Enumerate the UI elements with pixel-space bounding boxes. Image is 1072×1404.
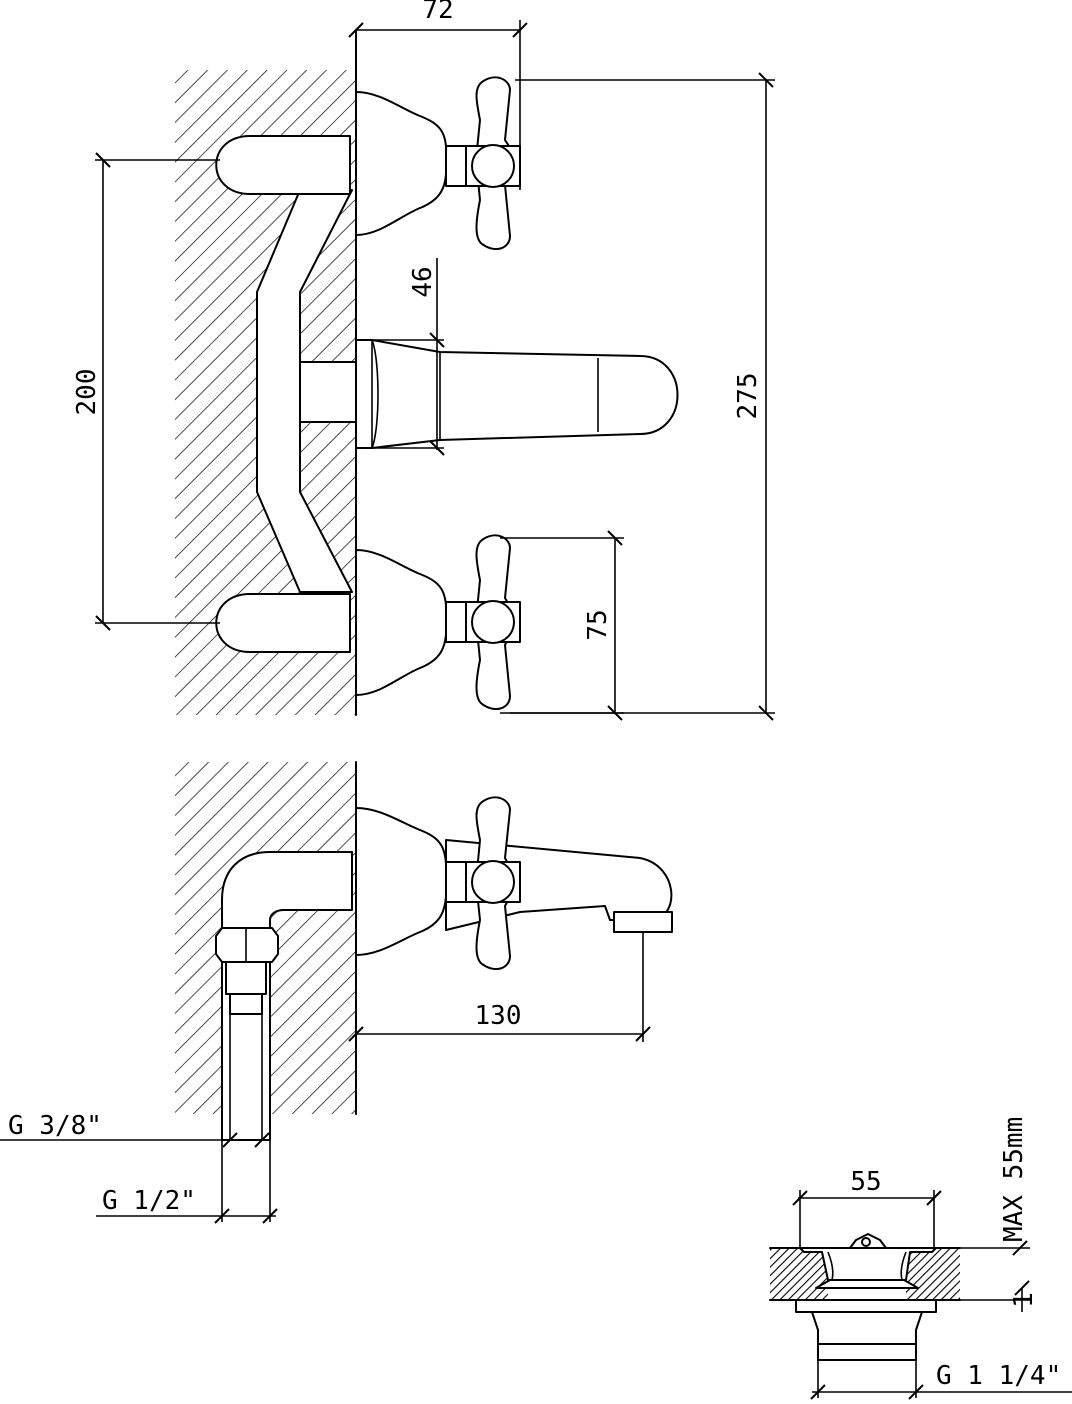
upper-inlet-elbow [215, 135, 351, 195]
thread-callouts: G 3/8" G 1/2" [0, 1111, 278, 1224]
thread-g12-label: G 1/2" [102, 1186, 196, 1216]
side-valve-body [355, 807, 448, 956]
dim-75-label: 75 [583, 609, 613, 640]
dim-72: 72 [348, 0, 528, 190]
dim-200-label: 200 [72, 369, 102, 416]
front-view: 72 275 200 46 [72, 0, 775, 721]
upper-valve-body [355, 91, 448, 236]
dim-275: 275 [510, 72, 775, 721]
dim-130: 130 [348, 932, 651, 1042]
drain-thread-label: G 1 1/4" [936, 1361, 1061, 1391]
dim-130-label: 130 [475, 1001, 522, 1031]
lower-valve-body [355, 549, 448, 696]
drain-detail: 55 MAX 55mm 1 G 1 1/4" [769, 1117, 1072, 1400]
lower-handle-hub [471, 600, 515, 644]
dim-55-label: 55 [850, 1167, 881, 1197]
lower-inlet-elbow [215, 593, 351, 653]
upper-handle-hub [471, 144, 515, 188]
side-view: 130 G 3/8" G 1/2" [0, 761, 673, 1224]
dim-46: 46 [372, 258, 445, 456]
dim-275-label: 275 [733, 373, 763, 420]
drain-max-label: MAX 55mm [999, 1117, 1029, 1242]
dim-200: 200 [72, 152, 220, 631]
spout [355, 339, 679, 449]
dim-72-label: 72 [422, 0, 453, 25]
thread-g38-label: G 3/8" [8, 1111, 102, 1141]
dim-46-label: 46 [408, 266, 438, 297]
drain-step-label: 1 [1009, 1292, 1039, 1308]
dim-75: 75 [500, 530, 624, 721]
